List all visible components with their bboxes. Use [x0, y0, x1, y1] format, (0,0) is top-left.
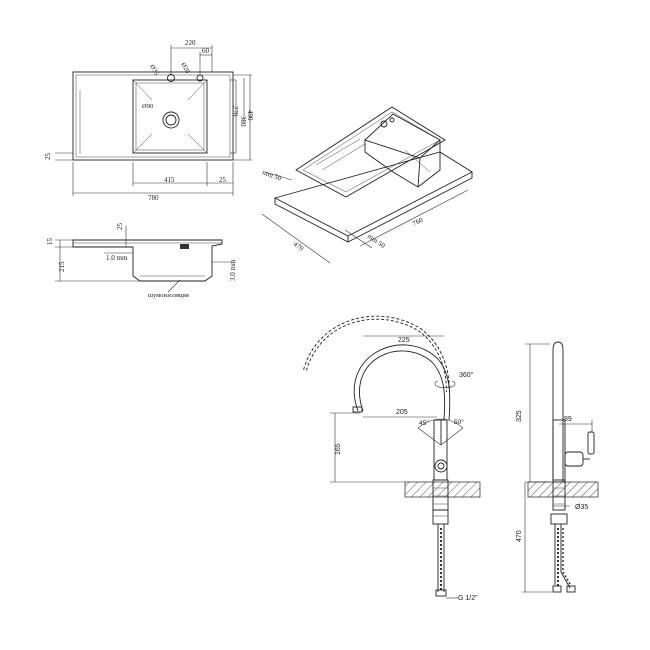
- dim-dia35: Ø35: [148, 64, 160, 77]
- dim-25: 25: [116, 223, 124, 231]
- side-countertop-section: [527, 481, 599, 498]
- thickness-1: 1.0 mm: [106, 254, 128, 262]
- thread-g12: G 1/2": [458, 595, 478, 602]
- dim-25-left: 25: [44, 153, 52, 161]
- dim-15: 15: [46, 238, 54, 246]
- angle-50: 50°: [454, 418, 464, 426]
- countertop-section: [404, 481, 481, 498]
- dim-270: 270: [231, 106, 239, 117]
- sink-plan-view: 220 60 Ø35 Ø28 Ø90 270 380 490 25 415 25…: [44, 39, 254, 202]
- insulation-label: шумоизоляция: [148, 292, 189, 299]
- dim-490: 490: [246, 110, 254, 121]
- dim-220: 220: [185, 39, 196, 47]
- dim-25-bottom: 25: [219, 176, 227, 184]
- side-dim-89: 89: [564, 416, 572, 423]
- dim-165: 165: [335, 443, 342, 455]
- faucet-side-view: 325 89 Ø35 470: [516, 341, 599, 593]
- dim-380: 380: [239, 116, 247, 127]
- dim-415: 415: [164, 176, 175, 184]
- dim-205: 205: [396, 409, 408, 416]
- iso-mm50-a: mm 50: [261, 168, 283, 182]
- iso-dim-470: 470: [292, 240, 306, 253]
- dim-225: 225: [398, 337, 410, 344]
- side-dim-470: 470: [516, 530, 523, 542]
- sink-outline: [72, 71, 234, 161]
- angle-45: 45°: [419, 419, 429, 427]
- dim-dia90: Ø90: [142, 103, 153, 110]
- hole-35: [167, 74, 175, 82]
- drain-hole: [162, 111, 180, 129]
- sink-isometric-view: mm 50 mm 50 470 760: [261, 106, 473, 264]
- sink-bowl: [132, 79, 208, 154]
- overflow-detail: [180, 244, 189, 249]
- hole-28: [196, 74, 204, 82]
- dim-60: 60: [202, 47, 210, 55]
- rot-360: 360°: [459, 371, 474, 379]
- dim-215: 215: [58, 261, 66, 272]
- mounting-nut: [432, 509, 449, 525]
- iso-dim-760: 760: [411, 216, 424, 228]
- side-dim-325: 325: [516, 410, 523, 422]
- faucet-front-view: 225 360° 205 45° 50° 165 G 1/2": [303, 315, 481, 602]
- thickness-3: 3.0 mm: [229, 259, 237, 281]
- sink-top: [295, 106, 446, 198]
- sink-section-view: 15 215 25 1.0 mm 3.0 mm шумоизоляция: [46, 223, 237, 300]
- dim-dia28: Ø28: [179, 62, 191, 75]
- side-dia35: Ø35: [575, 504, 588, 511]
- dim-780: 780: [148, 194, 159, 202]
